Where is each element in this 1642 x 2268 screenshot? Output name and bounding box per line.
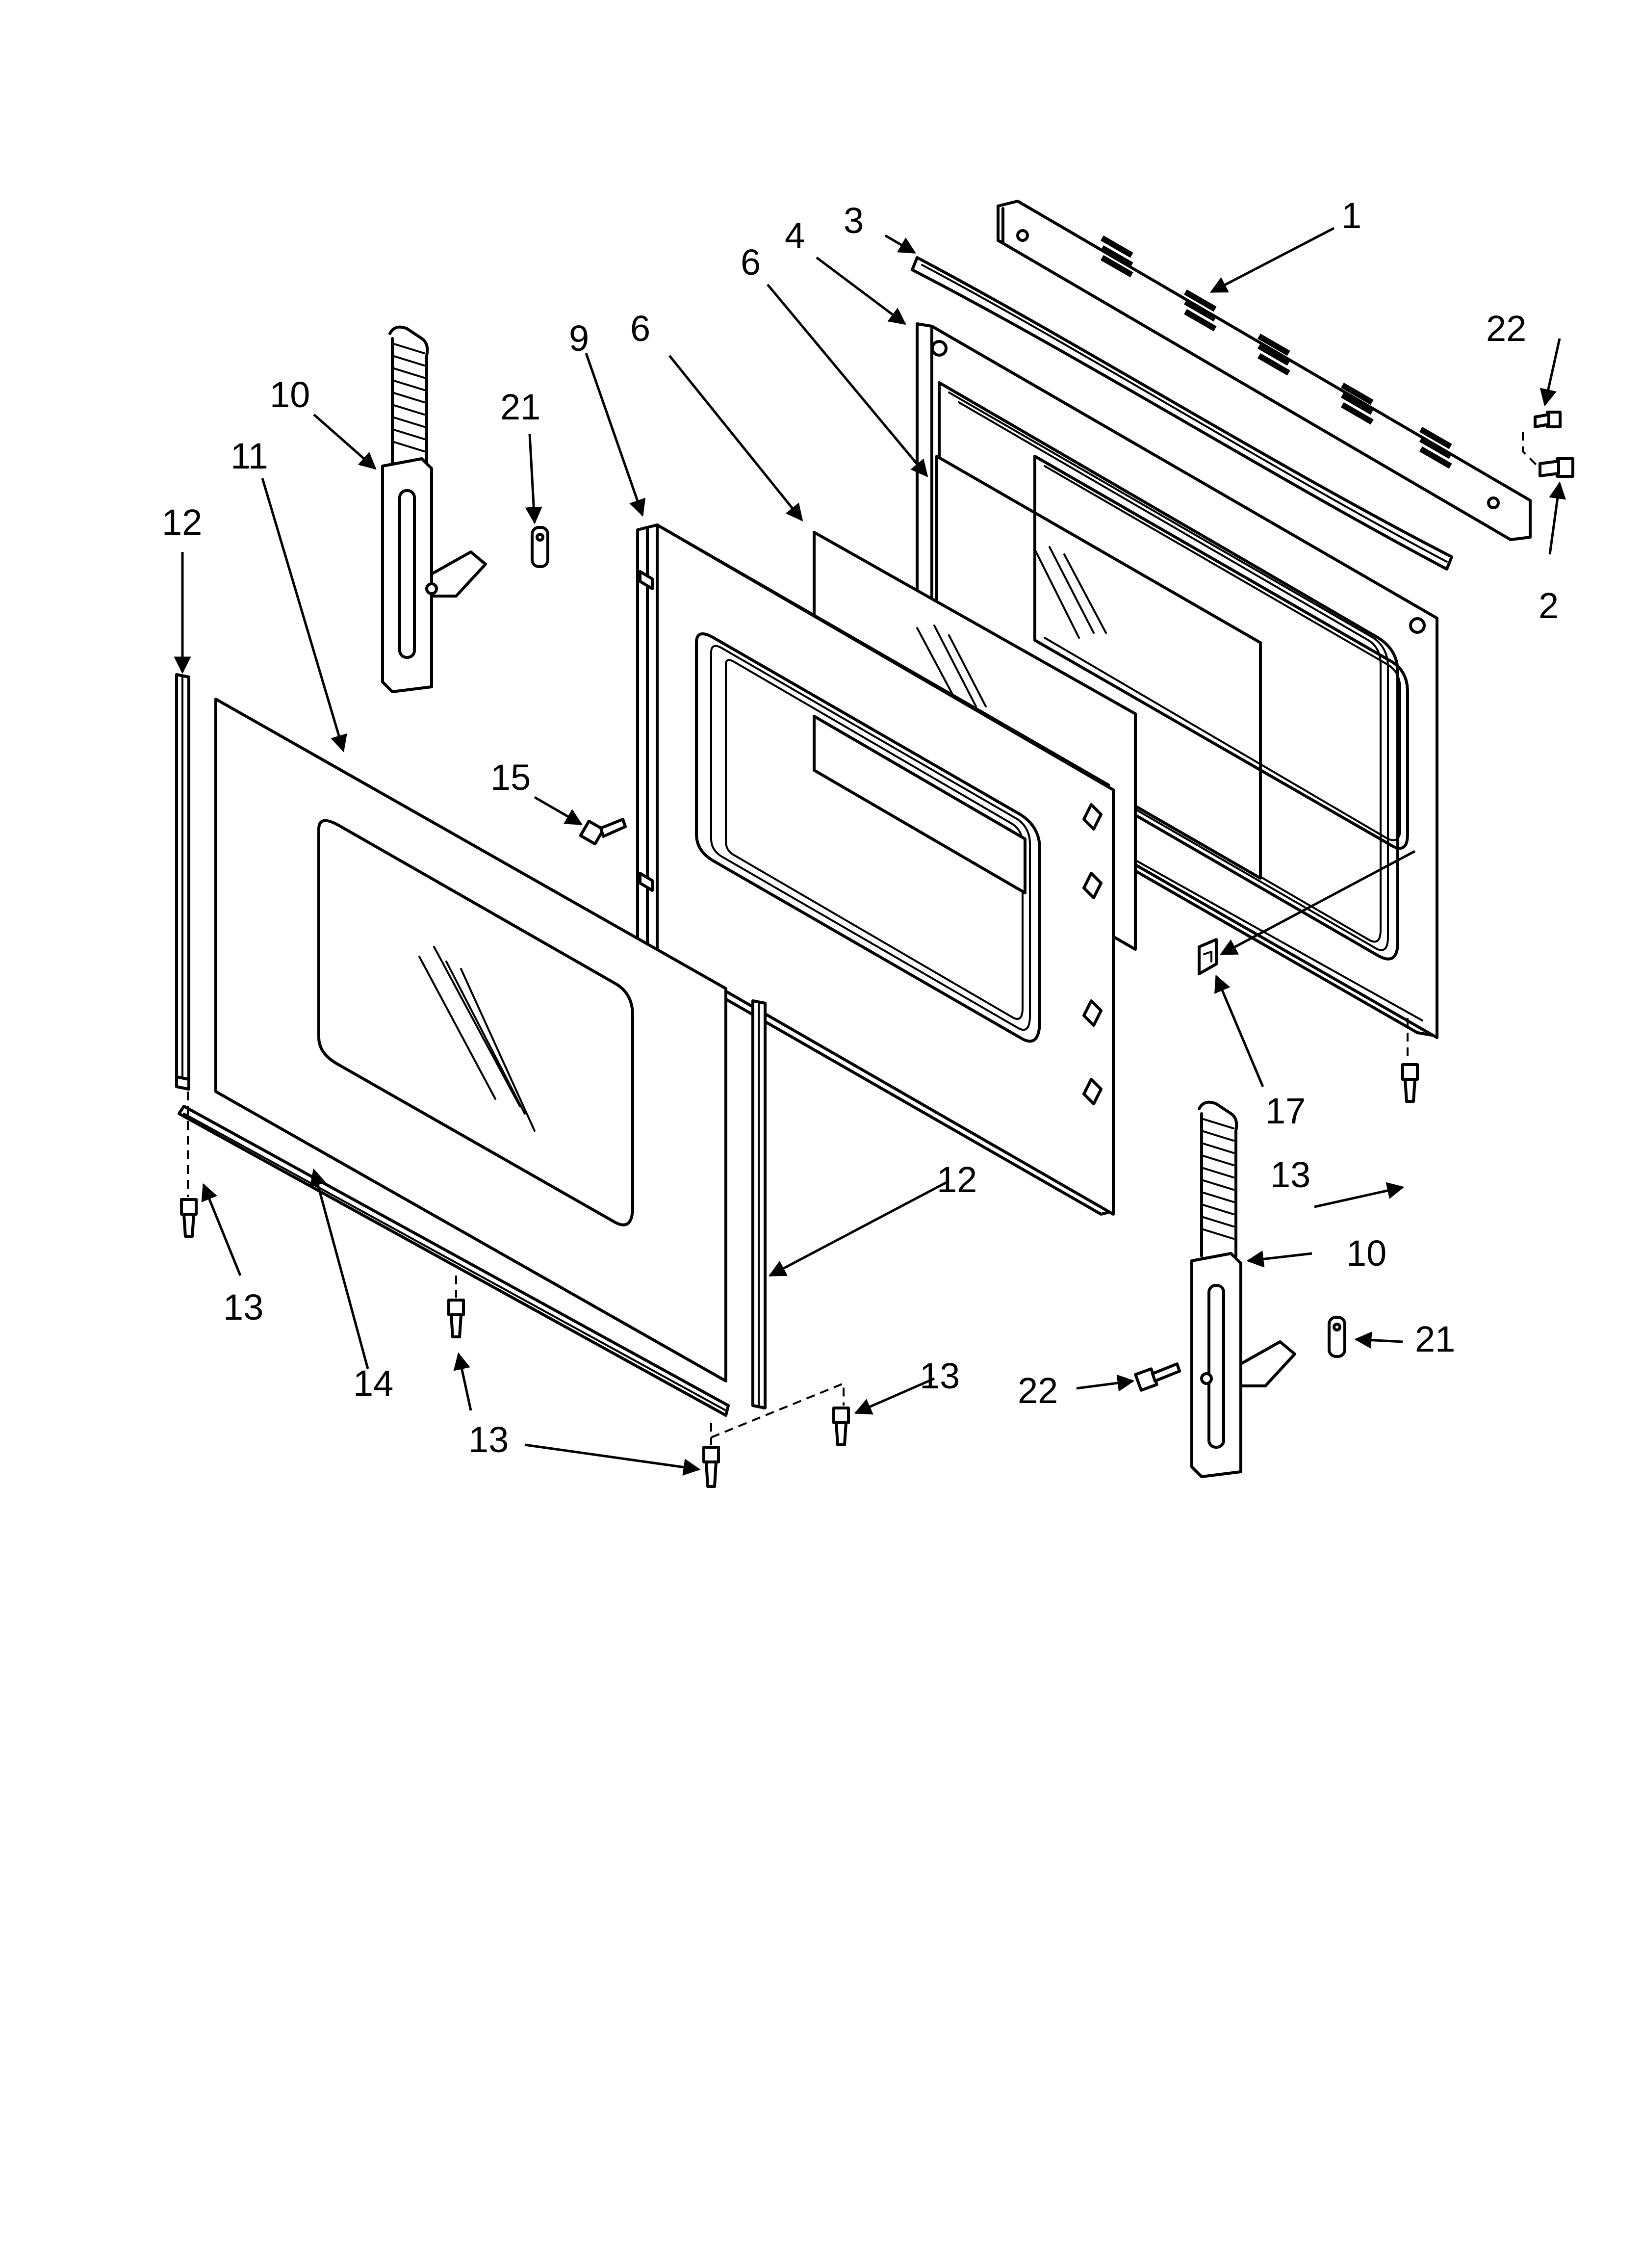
part-outer-door-panel: [214, 698, 727, 1382]
callout-3: 3: [844, 200, 864, 241]
callout-4: 4: [785, 215, 805, 256]
callout-6-rear: 6: [741, 242, 761, 283]
part-screw-13-center: [832, 1407, 850, 1446]
callout-15: 15: [490, 757, 531, 798]
callout-10-lower: 10: [1346, 1233, 1386, 1274]
part-screw-13-right: [1401, 1063, 1419, 1103]
part-screw-22-top: [1534, 411, 1562, 428]
callout-21-lower: 21: [1415, 1319, 1455, 1359]
callout-12-left: 12: [162, 502, 202, 543]
part-screw-13-left: [180, 1198, 198, 1238]
callout-22-lower: 22: [1018, 1370, 1058, 1411]
part-hinge-upper: [381, 325, 487, 693]
callout-13-right: 13: [1270, 1154, 1310, 1195]
callout-1: 1: [1341, 195, 1361, 236]
callout-13-mid: 13: [468, 1419, 509, 1460]
callout-14: 14: [353, 1363, 393, 1404]
callout-13-left: 13: [223, 1287, 263, 1328]
part-inner-glass-rear: [935, 455, 1409, 880]
part-clip: [1198, 938, 1218, 975]
callout-21-upper: 21: [500, 387, 540, 427]
part-hinge-lower: [1190, 1100, 1296, 1478]
assembly-lines: [187, 432, 1541, 1445]
callout-6-front: 6: [630, 308, 650, 349]
callout-11: 11: [231, 436, 268, 476]
callout-labels: 1 2 3 4 6 6 9 10 10 11 12 12 13 13 13 13…: [162, 195, 1559, 1460]
callout-2: 2: [1539, 585, 1559, 626]
part-vent-bar: [997, 200, 1532, 541]
part-screw-2: [1539, 457, 1574, 478]
part-side-trim-right: [751, 999, 767, 1409]
part-screw-15: [579, 818, 627, 846]
callout-9: 9: [569, 318, 589, 359]
callout-13-center: 13: [920, 1356, 960, 1396]
part-side-trim-left: [175, 673, 190, 1091]
part-screw-13-bottom: [702, 1446, 720, 1488]
callout-22-upper: 22: [1486, 308, 1526, 349]
callout-12-right: 12: [937, 1159, 977, 1200]
part-screw-13-mid: [447, 1299, 465, 1338]
leader-lines: [174, 227, 1566, 1476]
part-hinge-plate-upper: [531, 526, 549, 568]
part-hinge-plate-lower: [1328, 1316, 1346, 1358]
part-door-frame: [636, 523, 1115, 1216]
part-door-clip-bar: [911, 256, 1453, 571]
callout-17: 17: [1265, 1091, 1306, 1131]
part-screw-22-bottom: [1134, 1362, 1181, 1392]
callout-10-upper: 10: [270, 374, 310, 415]
